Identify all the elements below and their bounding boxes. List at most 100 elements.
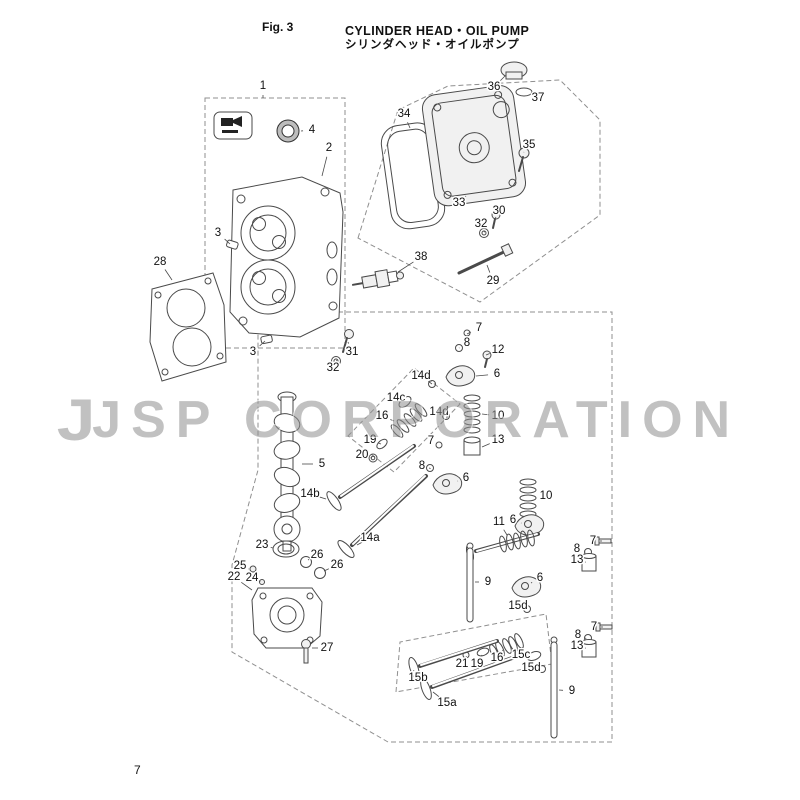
- part-callout-27: 27: [321, 642, 334, 654]
- dowel-pin-3: [260, 334, 273, 345]
- washer-8: [455, 344, 463, 352]
- leader-line-23: [270, 546, 274, 549]
- leader-line-32: [483, 230, 485, 233]
- leader-line-6: [475, 374, 489, 377]
- spark-plug-38: [351, 269, 405, 289]
- washer-32: [331, 356, 341, 366]
- leader-line-16: [502, 649, 504, 652]
- leader-line-8: [584, 637, 587, 639]
- part-callout-22: 22: [228, 571, 241, 583]
- part-callout-14d: 14d: [411, 370, 430, 382]
- figure-number: Fig. 3: [262, 20, 294, 34]
- part-callout-29: 29: [487, 275, 500, 287]
- part-callout-26: 26: [311, 549, 324, 561]
- bolt-7: [597, 538, 612, 544]
- part-callout-14c: 14c: [387, 392, 406, 404]
- part-callout-15b: 15b: [408, 672, 427, 684]
- valve-seal-20: [368, 453, 378, 463]
- bolt-29: [457, 249, 508, 275]
- leader-line-15a: [432, 691, 441, 698]
- nut-7: [435, 441, 443, 449]
- leader-line-7: [466, 331, 472, 335]
- tappet-13: [463, 436, 481, 456]
- leader-line-32: [335, 359, 338, 363]
- spring-seat-19: [376, 438, 388, 450]
- part-callout-12: 12: [492, 344, 505, 356]
- oil-pump-body-22: [251, 587, 323, 649]
- head-cover-group: [380, 61, 533, 275]
- region-outlines: [204, 79, 613, 743]
- leader-line-29: [486, 264, 491, 273]
- part-callout-10: 10: [540, 490, 553, 502]
- leader-line-22: [241, 581, 253, 591]
- part-callout-6: 6: [537, 572, 543, 584]
- o-ring-26: [300, 556, 312, 568]
- part-callout-7: 7: [428, 435, 434, 447]
- cylinder-head-part: [229, 176, 344, 338]
- part-callout-13: 13: [571, 640, 584, 652]
- nut-7: [463, 329, 471, 337]
- part-callout-8: 8: [464, 337, 470, 349]
- screw-25: [249, 565, 257, 573]
- part-callout-3: 3: [215, 227, 221, 239]
- part-callout-15c: 15c: [512, 649, 531, 661]
- rocker-cluster-upper: [432, 329, 492, 495]
- exhaust-valve-group: [408, 633, 524, 700]
- pin-24: [259, 579, 265, 585]
- part-callout-14a: 14a: [360, 532, 380, 544]
- part-callout-20: 20: [356, 449, 369, 461]
- part-callout-15d: 15d: [508, 600, 527, 612]
- part-callout-6: 6: [463, 472, 469, 484]
- rocker-arm-6: [514, 514, 545, 536]
- bolt-27: [301, 639, 311, 649]
- bolt-7: [598, 624, 613, 630]
- part-callout-3: 3: [250, 346, 256, 358]
- part-callout-15a: 15a: [437, 697, 457, 709]
- valve-15a: [420, 655, 517, 700]
- spring-retainer-14c: [398, 396, 412, 408]
- leader-line-16: [390, 419, 395, 422]
- pump-plate-23: [272, 540, 300, 558]
- leader-line-34: [407, 122, 411, 129]
- part-callout-11: 11: [493, 516, 505, 528]
- valve-spring-16: [390, 403, 428, 438]
- leader-line-33: [465, 195, 467, 197]
- part-callout-8: 8: [574, 543, 580, 555]
- tappet-13: [581, 553, 597, 572]
- part-callout-16: 16: [376, 410, 389, 422]
- page-number: 7: [134, 763, 141, 777]
- dowel-pin-3: [226, 239, 239, 250]
- valve-keeper-14d: [442, 412, 450, 420]
- washer-32: [479, 228, 489, 238]
- leader-line-30: [494, 216, 497, 220]
- part-callout-34: 34: [398, 108, 411, 120]
- leader-line-12: [485, 353, 490, 356]
- part-callout-4: 4: [309, 124, 316, 136]
- part-callout-21: 21: [456, 658, 469, 670]
- leader-line-14a: [356, 541, 363, 546]
- part-callout-24: 24: [246, 572, 259, 584]
- leader-line-19: [378, 442, 382, 445]
- part-callout-14b: 14b: [300, 488, 319, 500]
- part-callout-19: 19: [364, 434, 377, 446]
- leader-line-13: [481, 443, 490, 448]
- valve-15b: [408, 639, 499, 680]
- part-callout-6: 6: [510, 514, 516, 526]
- push-rods: [466, 542, 558, 739]
- part-callout-8: 8: [419, 460, 425, 472]
- leader-line-10: [481, 413, 490, 416]
- leader-line-28: [164, 269, 173, 281]
- leader-line-37: [530, 91, 533, 94]
- valve-spring-assy-11: [465, 529, 540, 562]
- cylinder-head-group: [213, 111, 354, 366]
- part-callout-7: 7: [476, 322, 482, 334]
- part-callout-32: 32: [327, 362, 340, 374]
- part-callout-25: 25: [234, 560, 247, 572]
- leader-line-36: [500, 75, 506, 81]
- part-callout-38: 38: [415, 251, 428, 263]
- rocker-arm-6: [432, 473, 463, 495]
- oil-pump-group: [249, 540, 326, 664]
- o-ring-26: [314, 567, 326, 579]
